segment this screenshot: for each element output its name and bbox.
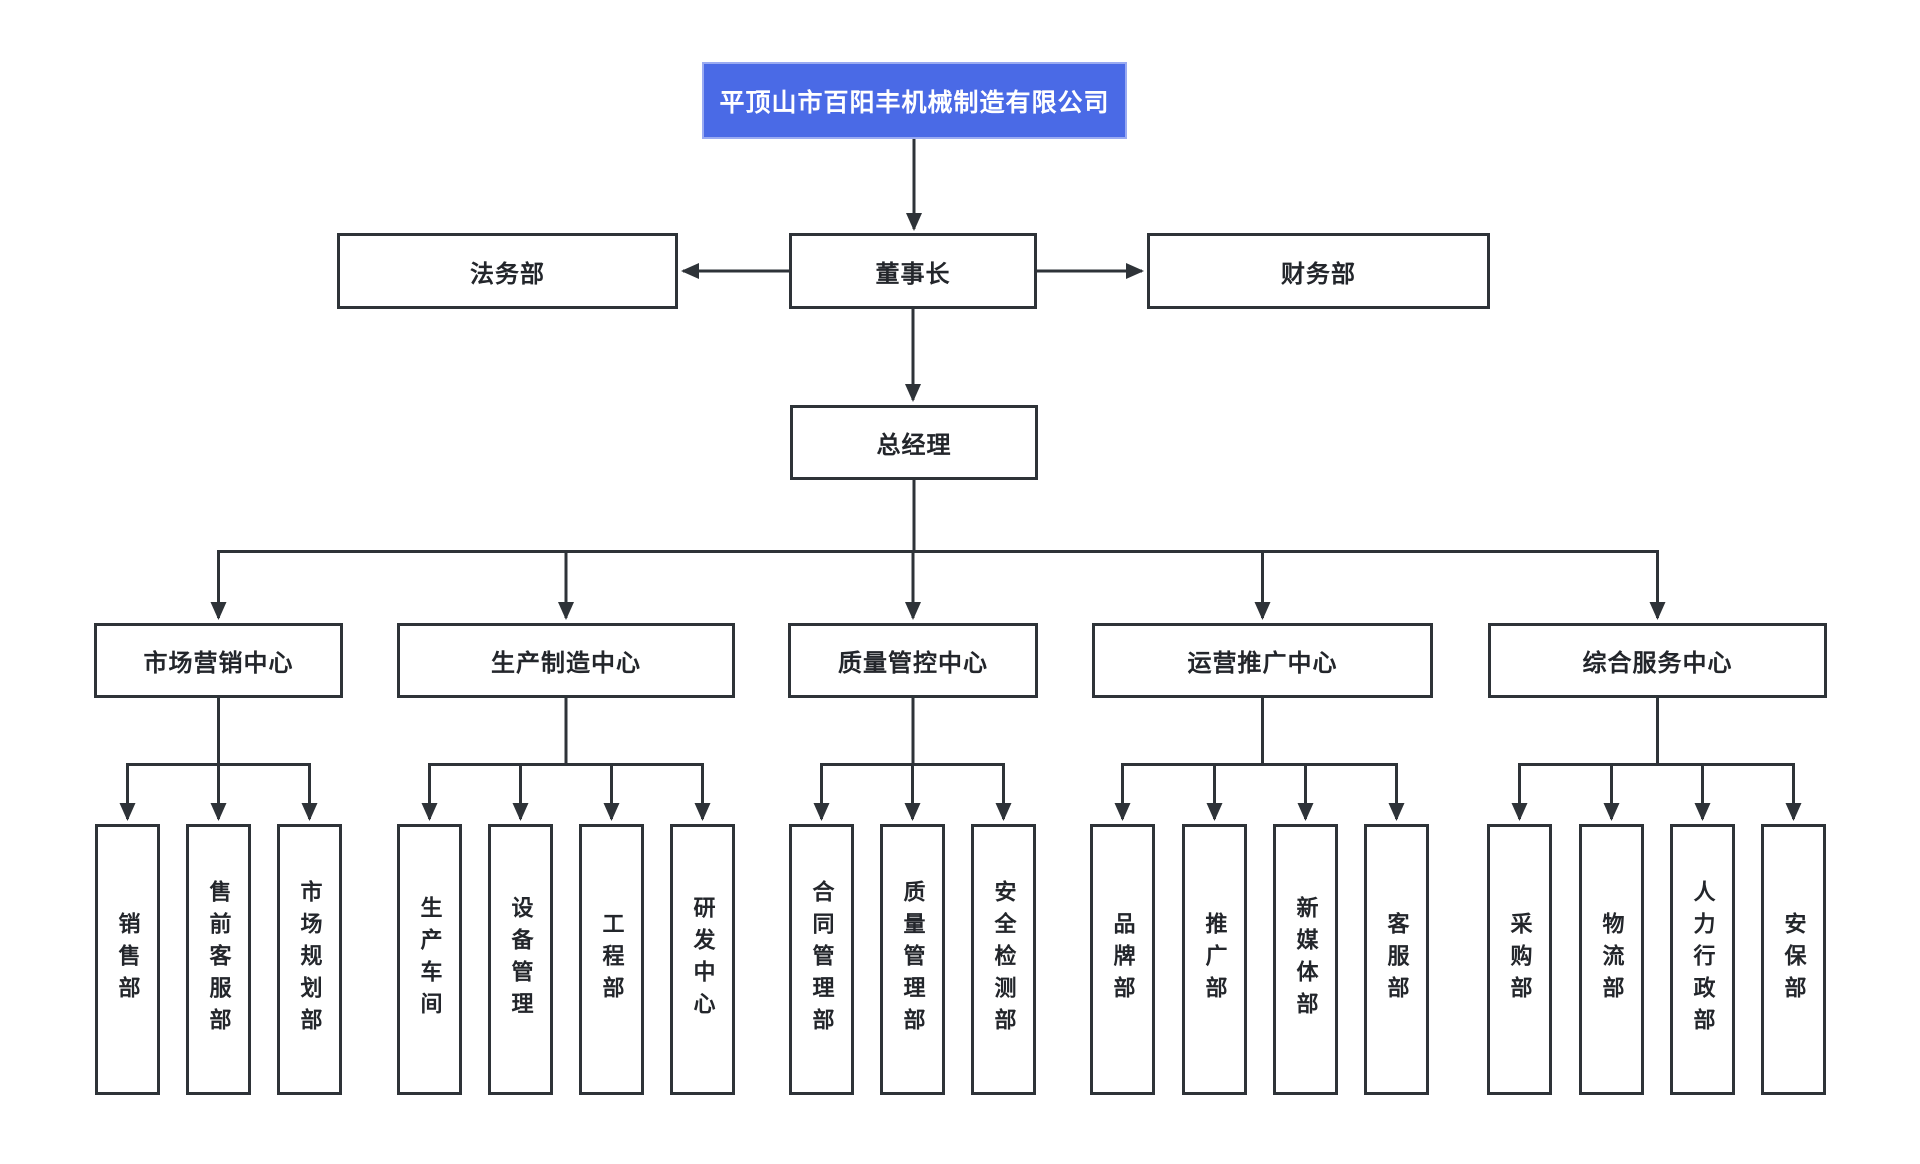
node-dept-customer-service: 客服部 <box>1364 824 1429 1095</box>
node-dept-equipment-management-label: 设备管理 <box>508 895 534 1024</box>
node-dept-logistics-label: 物流部 <box>1599 911 1625 1008</box>
node-dept-rnd-center: 研发中心 <box>670 824 735 1095</box>
node-center-services-label: 综合服务中心 <box>1582 650 1733 677</box>
node-center-operations: 运营推广中心 <box>1092 623 1433 698</box>
node-center-marketing: 市场营销中心 <box>94 623 343 698</box>
node-dept-safety-inspection-label: 安全检测部 <box>991 879 1017 1040</box>
node-chairman: 董事长 <box>789 233 1037 309</box>
node-company: 平顶山市百阳丰机械制造有限公司 <box>702 62 1127 139</box>
node-dept-new-media: 新媒体部 <box>1273 824 1338 1095</box>
node-dept-procurement-label: 采购部 <box>1507 911 1533 1008</box>
node-general-manager-label: 总经理 <box>876 432 952 459</box>
node-dept-security-label: 安保部 <box>1781 911 1807 1008</box>
node-legal-dept-label: 法务部 <box>470 260 545 288</box>
node-dept-promotion: 推广部 <box>1182 824 1247 1095</box>
node-dept-logistics: 物流部 <box>1579 824 1644 1095</box>
node-dept-contract-management-label: 合同管理部 <box>809 879 835 1040</box>
node-finance-dept: 财务部 <box>1147 233 1490 309</box>
node-dept-presales-service-label: 售前客服部 <box>206 879 232 1040</box>
node-dept-promotion-label: 推广部 <box>1202 911 1228 1008</box>
node-dept-hr-admin: 人力行政部 <box>1670 824 1735 1095</box>
node-center-production-label: 生产制造中心 <box>491 650 641 677</box>
node-center-quality: 质量管控中心 <box>788 623 1038 698</box>
node-dept-safety-inspection: 安全检测部 <box>971 824 1036 1095</box>
node-center-operations-label: 运营推广中心 <box>1187 650 1338 677</box>
node-dept-sales: 销售部 <box>95 824 160 1095</box>
node-dept-production-workshop: 生产车间 <box>397 824 462 1095</box>
node-dept-production-workshop-label: 生产车间 <box>417 895 443 1024</box>
node-dept-engineering: 工程部 <box>579 824 644 1095</box>
node-center-services: 综合服务中心 <box>1488 623 1827 698</box>
node-dept-procurement: 采购部 <box>1487 824 1552 1095</box>
node-legal-dept: 法务部 <box>337 233 678 309</box>
node-dept-brand: 品牌部 <box>1090 824 1155 1095</box>
node-dept-contract-management: 合同管理部 <box>789 824 854 1095</box>
node-dept-customer-service-label: 客服部 <box>1384 911 1410 1008</box>
node-dept-presales-service: 售前客服部 <box>186 824 251 1095</box>
node-center-marketing-label: 市场营销中心 <box>143 650 294 677</box>
node-dept-sales-label: 销售部 <box>115 911 141 1008</box>
node-dept-hr-admin-label: 人力行政部 <box>1690 879 1716 1040</box>
node-dept-equipment-management: 设备管理 <box>488 824 553 1095</box>
node-general-manager: 总经理 <box>790 405 1038 480</box>
node-center-production: 生产制造中心 <box>397 623 735 698</box>
node-dept-security: 安保部 <box>1761 824 1826 1095</box>
node-dept-rnd-center-label: 研发中心 <box>690 895 716 1024</box>
node-dept-engineering-label: 工程部 <box>599 911 625 1008</box>
node-dept-quality-management-label: 质量管理部 <box>900 879 926 1040</box>
node-center-quality-label: 质量管控中心 <box>838 650 988 677</box>
node-dept-quality-management: 质量管理部 <box>880 824 945 1095</box>
node-dept-market-planning-label: 市场规划部 <box>297 879 323 1040</box>
node-dept-brand-label: 品牌部 <box>1110 911 1136 1008</box>
node-company-label: 平顶山市百阳丰机械制造有限公司 <box>719 88 1110 117</box>
node-dept-market-planning: 市场规划部 <box>277 824 342 1095</box>
node-finance-dept-label: 财务部 <box>1281 260 1356 288</box>
node-dept-new-media-label: 新媒体部 <box>1293 895 1319 1024</box>
node-chairman-label: 董事长 <box>875 260 951 288</box>
